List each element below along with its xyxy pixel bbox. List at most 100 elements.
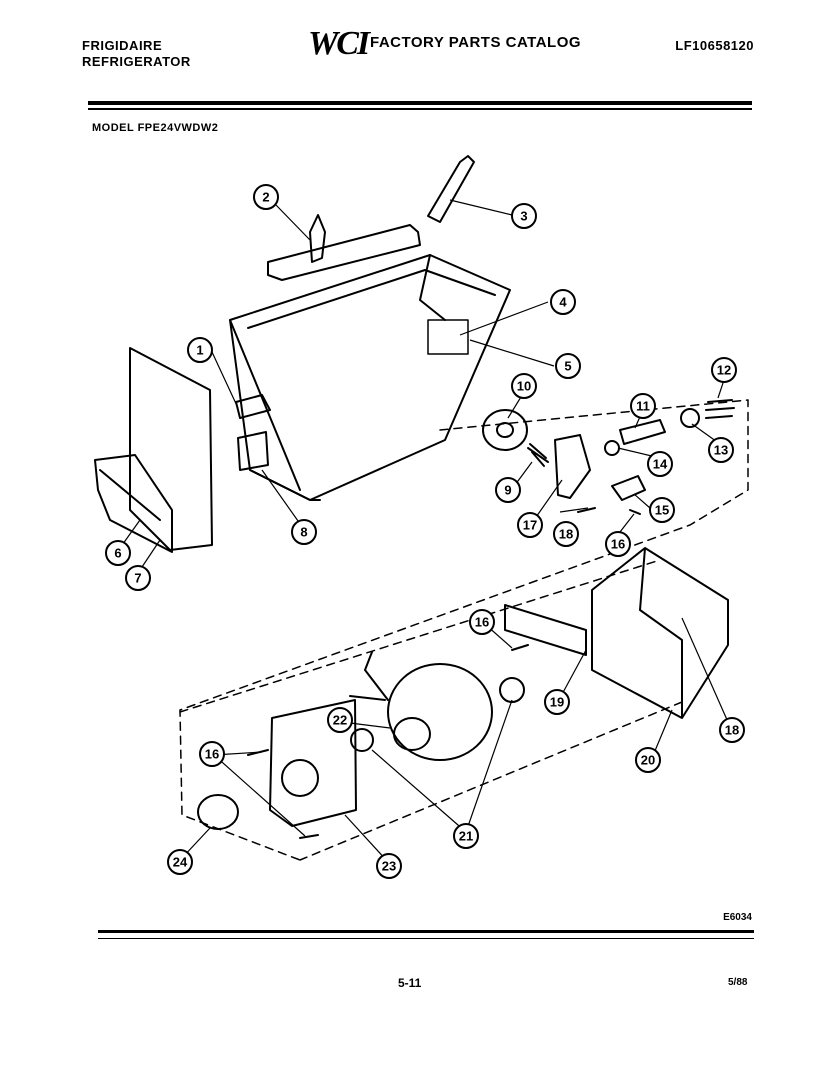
label-plate	[427, 319, 469, 355]
header-rule-thin	[88, 108, 752, 110]
callout-circle	[105, 540, 131, 566]
switch-shaft	[619, 419, 666, 445]
actuator	[611, 475, 646, 501]
header-rule-thick	[88, 101, 752, 105]
bucket-clip	[235, 394, 271, 471]
callout-circle	[291, 519, 317, 545]
callout-number: 16	[205, 747, 219, 762]
callout-number: 11	[636, 399, 650, 414]
callout-circle	[453, 823, 479, 849]
coupler	[197, 794, 239, 830]
callout-circle	[708, 437, 734, 463]
callout-number: 19	[550, 695, 564, 710]
callout-number: 7	[134, 571, 141, 586]
callout-circle	[635, 747, 661, 773]
callout-number: 10	[517, 379, 531, 394]
page-number: 5-11	[398, 976, 422, 990]
callout-c20: 20	[635, 747, 661, 773]
callout-c16b: 16	[469, 609, 495, 635]
callout-c1: 1	[187, 337, 213, 363]
callout-c2: 2	[253, 184, 279, 210]
gear-21a	[499, 677, 525, 703]
callout-c22: 22	[327, 707, 353, 733]
catalog-number: LF10658120	[675, 38, 754, 53]
callout-number: 14	[653, 457, 668, 472]
callout-c21: 21	[453, 823, 479, 849]
callout-c11: 11	[630, 393, 656, 419]
callout-layer: 1234567891011121314151616161718181920212…	[105, 184, 745, 879]
callout-circle	[630, 393, 656, 419]
callout-c10: 10	[511, 373, 537, 399]
callout-number: 4	[559, 295, 567, 310]
footer-rule-thick	[98, 930, 754, 933]
callout-c5: 5	[555, 353, 581, 379]
callout-c18a: 18	[553, 521, 579, 547]
wci-logo: WCI	[308, 25, 370, 62]
callout-number: 6	[114, 546, 121, 561]
washer	[680, 408, 700, 428]
callout-number: 16	[611, 537, 625, 552]
motor-wires	[349, 651, 389, 701]
callout-number: 13	[714, 443, 728, 458]
callout-c9: 9	[495, 477, 521, 503]
callout-c18b: 18	[719, 717, 745, 743]
spring	[527, 443, 549, 467]
callout-number: 8	[300, 525, 307, 540]
callout-c16a: 16	[605, 531, 631, 557]
date-code: 5/88	[728, 977, 748, 988]
callout-number: 20	[641, 753, 655, 768]
callout-number: 18	[725, 723, 739, 738]
switch-bracket	[554, 434, 591, 499]
callout-c17: 17	[517, 512, 543, 538]
diagram-code: E6034	[723, 912, 752, 923]
callout-number: 1	[196, 343, 203, 358]
callout-number: 15	[655, 503, 669, 518]
callout-circle	[511, 373, 537, 399]
callout-c13: 13	[708, 437, 734, 463]
screw	[247, 507, 641, 839]
brand-name: FRIGIDAIRE	[82, 38, 163, 53]
front-panel	[129, 347, 213, 551]
gear-21b	[350, 728, 374, 752]
callout-c4: 4	[550, 289, 576, 315]
catalog-title: FACTORY PARTS CATALOG	[370, 34, 582, 51]
callout-circle	[544, 689, 570, 715]
callout-c15: 15	[649, 497, 675, 523]
callout-number: 3	[520, 209, 527, 224]
brand-block: FRIGIDAIRE REFRIGERATOR	[82, 38, 191, 70]
callout-number: 23	[382, 859, 396, 874]
callout-circle	[555, 353, 581, 379]
auger-pin	[427, 155, 475, 223]
callout-circle	[125, 565, 151, 591]
callout-c7: 7	[125, 565, 151, 591]
callout-number: 12	[717, 363, 731, 378]
callout-circle	[605, 531, 631, 557]
callout-number: 18	[559, 527, 573, 542]
callout-circle	[167, 849, 193, 875]
callout-number: 17	[523, 518, 537, 533]
callout-number: 16	[475, 615, 489, 630]
callout-circle	[327, 707, 353, 733]
callout-circle	[711, 357, 737, 383]
lower-assembly-boundary	[179, 559, 683, 861]
nut	[604, 440, 620, 456]
callout-number: 2	[262, 190, 269, 205]
callout-number: 5	[564, 359, 571, 374]
tray	[94, 454, 173, 553]
callout-number: 9	[504, 483, 511, 498]
callout-circle	[719, 717, 745, 743]
callout-c16c: 16	[199, 741, 225, 767]
callout-c8: 8	[291, 519, 317, 545]
ejector-bar	[267, 214, 421, 281]
motor-housing	[591, 547, 729, 719]
gasket-strip	[504, 604, 587, 656]
callout-c14: 14	[647, 451, 673, 477]
product-type: REFRIGERATOR	[82, 54, 191, 69]
callout-circle	[553, 521, 579, 547]
callout-circle	[253, 184, 279, 210]
callout-circle	[187, 337, 213, 363]
callout-circle	[469, 609, 495, 635]
model-label: MODEL FPE24VWDW2	[92, 122, 219, 134]
callout-c12: 12	[711, 357, 737, 383]
